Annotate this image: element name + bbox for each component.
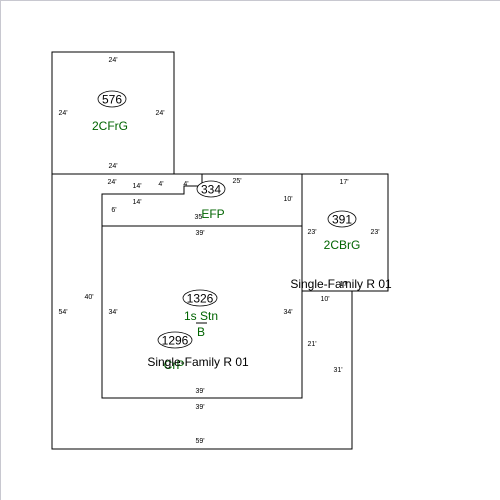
outer-dim-bottom-inner: 39': [195, 404, 204, 411]
garage-top-code: 2CFrG: [92, 119, 128, 133]
porch-dim-seg-14-b: 14': [132, 199, 141, 206]
basement-area-oval: [157, 331, 193, 349]
porch-area-oval: [196, 180, 226, 198]
porch-dim-seg-4-a: 4': [158, 181, 163, 188]
porch-dim-left: 6': [111, 207, 116, 214]
main-code-b: B: [197, 325, 205, 339]
outer-dim-right: 31': [333, 367, 342, 374]
porch-dim-seg-4-b: 4': [183, 181, 188, 188]
porch-dim-left-top: 24': [107, 179, 116, 186]
porch-dim-top: 25': [232, 178, 241, 185]
main-area: 1326: [187, 292, 214, 306]
outer-dim-right-mid: 21': [307, 341, 316, 348]
outer-dim-bottom: 59': [195, 438, 204, 445]
porch-code: EFP: [201, 207, 224, 221]
garage-top-area: 576: [102, 93, 122, 107]
basement-code: CrP: [164, 358, 185, 372]
garage-top-area-oval: [97, 90, 127, 108]
description-upper: Single-Family R 01: [290, 277, 392, 291]
porch-dim-right: 10': [283, 196, 292, 203]
main-area-oval: [182, 289, 218, 307]
porch-dim-seg-14-a: 14': [132, 183, 141, 190]
porch-dim-bottom: 35': [194, 214, 203, 221]
garage-right-dim-left: 23': [307, 229, 316, 236]
garage-right-dim-right: 23': [370, 229, 379, 236]
garage-top-dim-right: 24': [155, 110, 164, 117]
outer-dim-left-inner: 40': [84, 294, 93, 301]
basement-area: 1296: [162, 334, 189, 348]
garage-right-area-oval: [327, 210, 357, 228]
main-dim-bottom: 39': [195, 388, 204, 395]
section-porch[interactable]: 24' 14' 4' 4' 25' 14' 6' 10' 35' 334 EFP: [101, 174, 293, 226]
garage-top-dim-top: 24': [108, 57, 117, 64]
outer-dim-left: 54': [58, 309, 67, 316]
section-garage-top[interactable]: 24' 24' 24' 24' 576 2CFrG: [51, 51, 175, 175]
porch-area: 334: [201, 183, 221, 197]
description-lower: Single-Family R 01: [147, 355, 249, 369]
garage-right-dim-bottom: 17': [339, 281, 348, 288]
section-main[interactable]: 39' 34' 34' 39' 1326 1s Stn B: [101, 225, 303, 399]
garage-right-dim-top: 17': [339, 179, 348, 186]
main-code: 1s Stn: [184, 309, 218, 323]
garage-right-code: 2CBrG: [324, 238, 361, 252]
garage-right-area: 391: [332, 213, 352, 227]
main-dim-left: 34': [108, 309, 117, 316]
section-basement[interactable]: CrP 1296: [157, 331, 193, 372]
section-garage-right[interactable]: 17' 23' 23' 17' 391 2CBrG: [301, 173, 389, 292]
garage-top-dim-bottom: 24': [108, 163, 117, 170]
main-outline: [101, 225, 303, 399]
garage-top-dim-left: 24': [58, 110, 67, 117]
main-dim-right: 34': [283, 309, 292, 316]
outer-dim-right-step: 10': [320, 296, 329, 303]
main-dim-top: 39': [195, 230, 204, 237]
